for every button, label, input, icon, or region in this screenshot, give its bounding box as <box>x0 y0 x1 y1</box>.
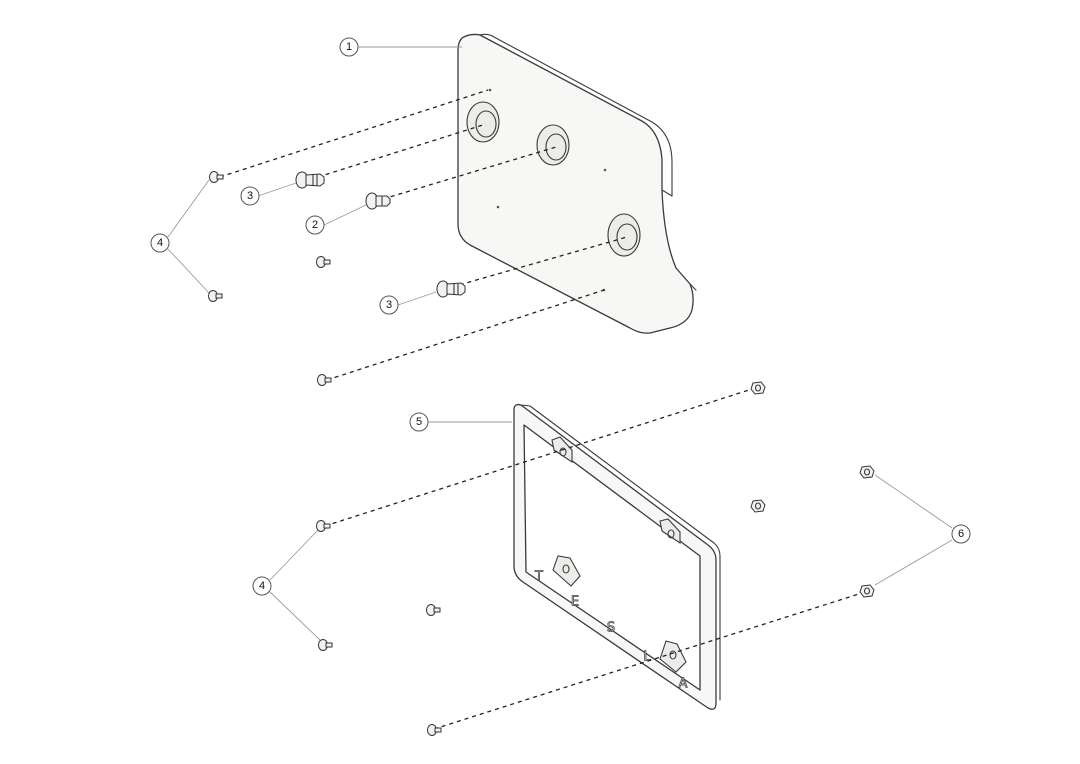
callout-3-upper-label: 3 <box>247 190 253 202</box>
frame-tab-bottom-left <box>552 555 581 587</box>
alignment-lines <box>219 89 863 730</box>
screw-icon <box>208 290 223 302</box>
frame-letter-2: E <box>571 595 579 610</box>
push-clip-icon <box>436 280 466 298</box>
nut-icon <box>859 465 875 479</box>
frame-letter-3: S <box>607 621 615 636</box>
callout-4-upper: 4 <box>150 233 170 253</box>
license-plate-bracket <box>457 33 697 334</box>
callout-6-label: 6 <box>958 528 964 540</box>
bracket-hole-bottom <box>607 213 641 257</box>
frame-tab-top-right <box>659 518 681 545</box>
nut-icon <box>750 499 766 513</box>
frame-letter-1: T <box>534 570 543 585</box>
callout-4-upper-label: 4 <box>157 237 163 249</box>
callout-3-lower-label: 3 <box>386 299 392 311</box>
nut-icon <box>859 584 875 598</box>
callout-2-label: 2 <box>312 219 318 231</box>
license-plate-frame: T E S L A <box>513 403 721 710</box>
callout-1-label: 1 <box>346 41 352 53</box>
screw-icon <box>316 256 331 268</box>
push-clip-icon <box>295 171 325 189</box>
callout-4-lower: 4 <box>252 576 272 596</box>
push-clip-icon <box>365 192 391 210</box>
bracket-hole-top <box>466 101 500 143</box>
screw-icon <box>426 604 441 616</box>
frame-tab-bottom-right <box>659 640 687 673</box>
screw-group-upper <box>208 171 332 386</box>
callout-5: 5 <box>409 412 429 432</box>
screw-group-lower <box>316 520 442 736</box>
screw-icon <box>209 171 224 183</box>
leader-lines <box>167 46 953 641</box>
screw-icon <box>317 374 332 386</box>
bracket-hole-middle <box>536 124 570 166</box>
callout-4-lower-label: 4 <box>259 580 265 592</box>
frame-letter-4: L <box>643 650 651 665</box>
callout-1: 1 <box>339 37 359 57</box>
callout-6: 6 <box>951 524 971 544</box>
callout-3-lower: 3 <box>379 295 399 315</box>
nut-icon <box>750 381 766 395</box>
screw-icon <box>427 724 442 736</box>
callout-3-upper: 3 <box>240 186 260 206</box>
callout-5-label: 5 <box>416 416 422 428</box>
callout-2: 2 <box>305 215 325 235</box>
screw-icon <box>318 639 333 651</box>
frame-letter-5: A <box>679 677 688 692</box>
screw-icon <box>316 520 331 532</box>
